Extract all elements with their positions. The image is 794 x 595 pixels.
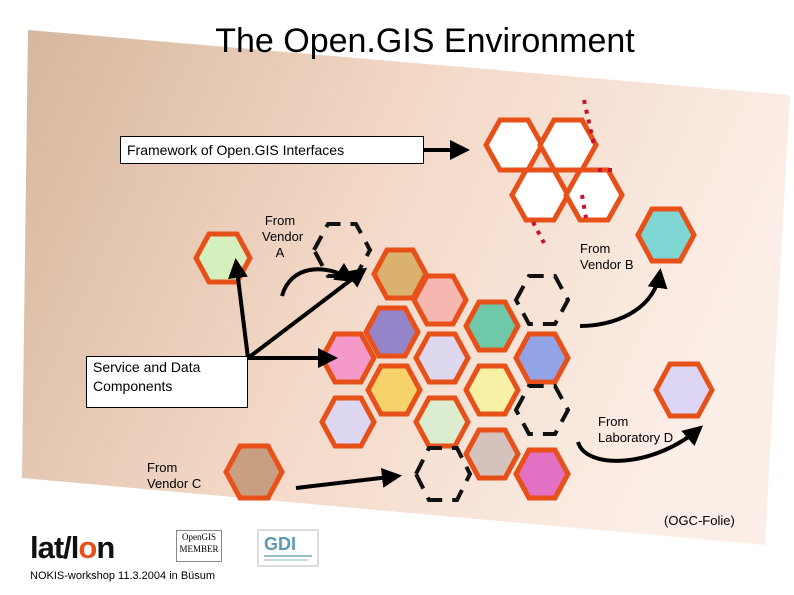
latlon-logo: lat/lon (30, 530, 115, 566)
arrow-vendor-c (295, 467, 402, 490)
hex-s-4 (463, 299, 521, 353)
arrow-curve-laboratory-d (576, 425, 704, 463)
vendor-a-line-3: A (275, 245, 285, 260)
hex-framework-1 (483, 117, 545, 173)
placeholder-hexes (311, 222, 571, 502)
opengis-logo-line-1: OpenGIS (182, 532, 216, 542)
placeholder-hex-a (311, 222, 373, 278)
vendor-b-line-1: From (580, 241, 611, 256)
logo-part-3: n (96, 530, 115, 565)
vendor-c-label: From Vendor C (147, 460, 201, 492)
laboratory-d-label: From Laboratory D (598, 414, 673, 446)
hex-s-12 (463, 427, 521, 481)
hex-vendor-b (635, 206, 697, 264)
placeholder-hex-b (513, 274, 571, 326)
hex-framework-2 (537, 117, 599, 173)
gdi-logo-icon: GDI (257, 529, 319, 567)
hex-s-3 (363, 305, 421, 359)
hex-vendor-a (193, 231, 253, 285)
arrow-curve-vendor-a (280, 262, 356, 297)
vendor-c-line-1: From (147, 460, 178, 475)
hex-vendor-c (223, 443, 285, 501)
footer-text: NOKIS-workshop 11.3.2004 in Büsum (30, 570, 216, 582)
hex-s-5 (319, 331, 377, 385)
placeholder-hex-c (413, 446, 473, 502)
vendor-a-line-2: Vendor (262, 229, 304, 244)
logo-part-1: lat/l (30, 530, 79, 565)
arrow-to-vendor-a (228, 258, 250, 359)
vendor-b-line-2: Vendor B (580, 257, 634, 272)
framework-label-box: Framework of Open.GIS Interfaces (120, 136, 424, 164)
vendor-a-line-1: From (264, 213, 296, 228)
service-label-box: Service and Data Components (86, 356, 248, 408)
vendor-b-label: From Vendor B (580, 241, 634, 273)
svg-text:GDI: GDI (264, 534, 296, 554)
vendor-c-line-2: Vendor C (147, 476, 202, 491)
service-hex-cluster (319, 247, 571, 501)
laboratory-d-line-1: From (598, 414, 629, 429)
hex-framework-3 (509, 167, 571, 223)
hex-s-6 (413, 331, 471, 385)
arrows (228, 140, 704, 490)
hex-s-10 (319, 395, 377, 449)
framework-hex-cluster (483, 117, 625, 223)
hex-framework-5 (563, 167, 625, 223)
hex-s-2 (411, 273, 469, 327)
arrow-curve-vendor-b (579, 268, 668, 328)
hex-laboratory-d (653, 361, 715, 419)
arrow-to-center (246, 267, 368, 360)
laboratory-d-line-2: Laboratory D (598, 430, 674, 445)
service-label-line-2: Components (93, 378, 173, 394)
opengis-member-logo: OpenGIS MEMBER (176, 530, 222, 562)
source-note: (OGC-Folie) (664, 513, 735, 528)
hex-s-9 (463, 363, 521, 417)
framework-dashed-edges (531, 99, 612, 244)
hex-s-11 (413, 395, 471, 449)
hex-s-13 (513, 447, 571, 501)
placeholder-hex-d (513, 384, 571, 436)
logo-part-2: o (78, 530, 97, 565)
hex-s-8 (365, 363, 423, 417)
hex-s-7 (513, 331, 571, 385)
service-label-line-1: Service and Data (93, 359, 201, 375)
opengis-logo-line-2: MEMBER (179, 544, 219, 554)
vendor-a-label: From Vendor A (262, 213, 304, 261)
framework-label: Framework of Open.GIS Interfaces (127, 142, 345, 158)
slide-title: The Open.GIS Environment (215, 22, 635, 60)
